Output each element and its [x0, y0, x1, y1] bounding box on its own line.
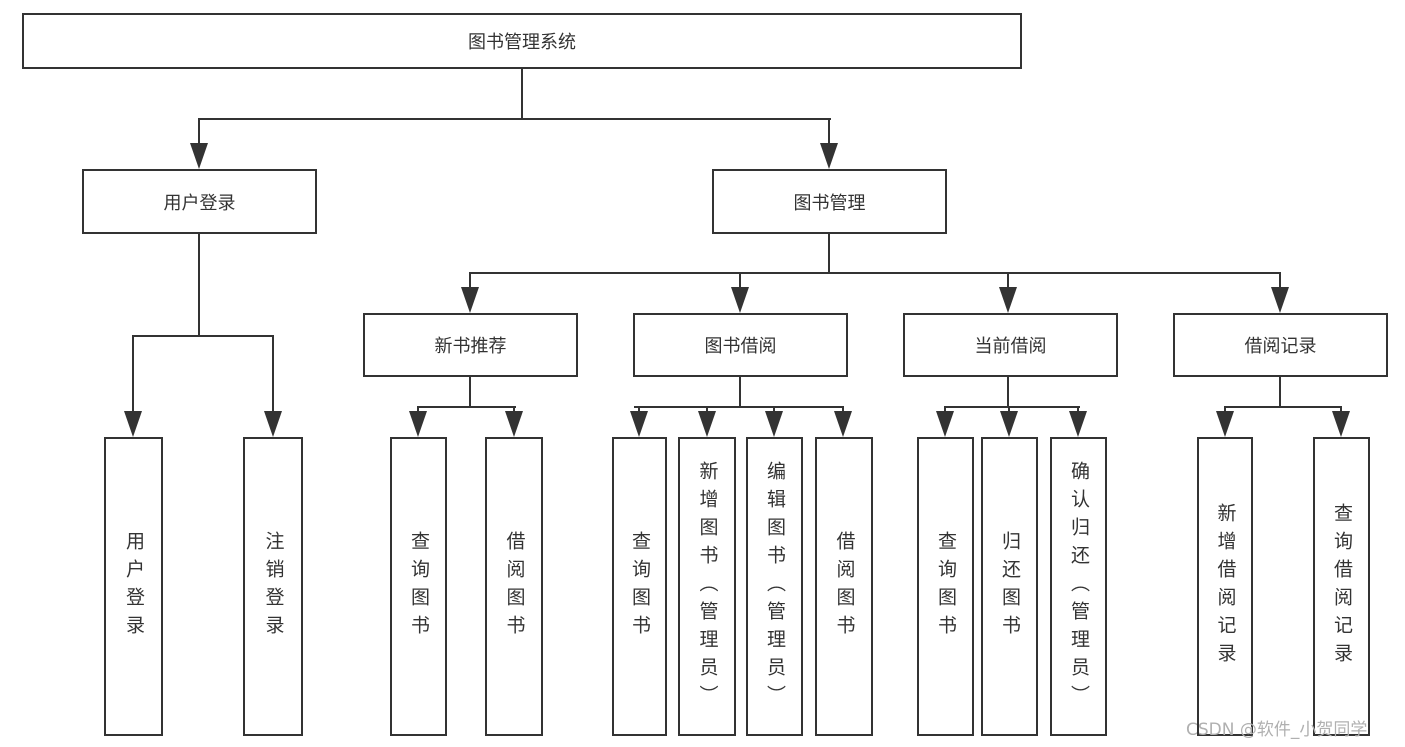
connector-line: [1224, 406, 1226, 413]
arrowhead: [630, 411, 648, 437]
leaf-label: 查询图书: [629, 530, 651, 643]
leaf-add-borrow-record: 新增借阅记录: [1197, 437, 1253, 736]
leaf-confirm-return-admin: 确认归还（管理员）: [1050, 437, 1107, 736]
connector-line: [272, 335, 274, 413]
connector-line: [417, 406, 419, 413]
connector-line: [1279, 272, 1281, 289]
leaf-label: 注销登录: [262, 530, 285, 643]
arrowhead: [999, 287, 1017, 313]
node-new-book-recommendation: 新书推荐: [363, 313, 578, 377]
connector-line: [1008, 406, 1010, 413]
leaf-label: 归还图书: [999, 530, 1021, 643]
connector-line: [634, 406, 844, 408]
csdn-watermark: CSDN @软件_小贺同学: [1186, 720, 1368, 740]
arrowhead: [765, 411, 783, 437]
leaf-borrow-books-recommend: 借阅图书: [485, 437, 543, 736]
connector-line: [944, 406, 1080, 408]
arrowhead: [1332, 411, 1350, 437]
leaf-label: 查询图书: [408, 530, 430, 643]
connector-line: [739, 377, 741, 408]
leaf-return-books: 归还图书: [981, 437, 1038, 736]
connector-line: [1077, 406, 1079, 413]
leaf-logout: 注销登录: [243, 437, 303, 736]
leaf-add-books-admin: 新增图书（管理员）: [678, 437, 736, 736]
arrowhead: [698, 411, 716, 437]
arrowhead: [936, 411, 954, 437]
arrowhead: [1000, 411, 1018, 437]
connector-line: [706, 406, 708, 413]
arrowhead: [731, 287, 749, 313]
arrowhead: [409, 411, 427, 437]
connector-line: [469, 272, 471, 289]
leaf-label: 查询借阅记录: [1331, 502, 1353, 671]
connector-line: [828, 233, 830, 274]
arrowhead: [1069, 411, 1087, 437]
arrowhead: [264, 411, 282, 437]
leaf-label: 编辑图书（管理员）: [764, 460, 786, 713]
connector-line: [417, 406, 516, 408]
connector-line: [1224, 406, 1342, 408]
connector-line: [513, 406, 515, 413]
node-borrowing-records: 借阅记录: [1173, 313, 1388, 377]
leaf-label: 新增借阅记录: [1214, 502, 1237, 671]
arrowhead: [505, 411, 523, 437]
connector-line: [638, 406, 640, 413]
leaf-borrow-books-borrowing: 借阅图书: [815, 437, 873, 736]
connector-line: [469, 377, 471, 408]
leaf-query-books-recommend: 查询图书: [390, 437, 447, 736]
leaf-label: 借阅图书: [833, 530, 856, 643]
connector-line: [1340, 406, 1342, 413]
leaf-label: 新增图书（管理员）: [696, 460, 719, 713]
leaf-label: 用户登录: [123, 530, 145, 643]
node-library-management-system: 图书管理系统: [22, 13, 1022, 69]
leaf-query-borrow-record: 查询借阅记录: [1313, 437, 1370, 736]
arrowhead: [461, 287, 479, 313]
node-book-management: 图书管理: [712, 169, 947, 234]
connector-line: [1007, 272, 1009, 289]
leaf-user-login: 用户登录: [104, 437, 163, 736]
connector-line: [773, 406, 775, 413]
connector-line: [198, 118, 200, 146]
arrowhead: [190, 143, 208, 169]
connector-line: [944, 406, 946, 413]
connector-line: [132, 335, 274, 337]
arrowhead: [1216, 411, 1234, 437]
node-book-borrowing: 图书借阅: [633, 313, 848, 377]
connector-line: [1279, 377, 1281, 408]
connector-line: [1007, 377, 1009, 408]
leaf-query-books-borrowing: 查询图书: [612, 437, 667, 736]
connector-line: [521, 68, 523, 120]
leaf-query-books-current: 查询图书: [917, 437, 974, 736]
connector-line: [739, 272, 741, 289]
node-user-login: 用户登录: [82, 169, 317, 234]
arrowhead: [834, 411, 852, 437]
leaf-label: 确认归还（管理员）: [1068, 460, 1090, 713]
connector-line: [198, 118, 831, 120]
arrowhead: [1271, 287, 1289, 313]
connector-line: [842, 406, 844, 413]
leaf-label: 借阅图书: [503, 530, 526, 643]
node-current-borrowing: 当前借阅: [903, 313, 1118, 377]
connector-line: [198, 233, 200, 337]
connector-line: [132, 335, 134, 413]
connector-line: [828, 118, 830, 146]
leaf-edit-books-admin: 编辑图书（管理员）: [746, 437, 803, 736]
arrowhead: [820, 143, 838, 169]
leaf-label: 查询图书: [935, 530, 957, 643]
connector-line: [469, 272, 1281, 274]
arrowhead: [124, 411, 142, 437]
